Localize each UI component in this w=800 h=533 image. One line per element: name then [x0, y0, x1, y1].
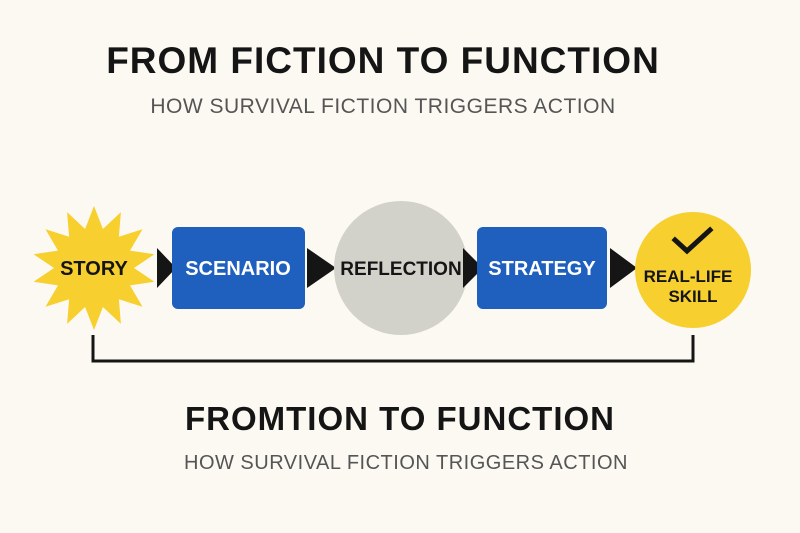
- real-life-skill-label-line2: SKILL: [668, 287, 717, 306]
- scenario-label: SCENARIO: [185, 258, 291, 280]
- page-subtitle: HOW SURVIVAL FICTION TRIGGERS ACTION: [150, 95, 616, 118]
- real-life-skill-circle: [635, 212, 751, 328]
- story-label: STORY: [60, 258, 128, 280]
- page-title: FROM FICTION TO FUNCTION: [106, 40, 660, 81]
- footer-title: FROMTION TO FUNCTION: [184, 400, 616, 437]
- footer-subtitle: HOW SURVIVAL FICTION TRIGGERS ACTION: [184, 452, 628, 474]
- bracket-connector: [91, 335, 695, 363]
- arrow-icon: [463, 248, 483, 288]
- reflection-circle: [334, 201, 468, 335]
- arrow-icon: [157, 248, 176, 288]
- strategy-box: [477, 227, 607, 309]
- story-starburst: [33, 206, 155, 330]
- scenario-box: [172, 227, 305, 309]
- checkmark-icon: [671, 226, 714, 255]
- arrow-icon: [307, 248, 336, 288]
- real-life-skill-label-line1: REAL-LIFE: [644, 267, 733, 286]
- arrow-icon: [610, 248, 637, 288]
- strategy-label: STRATEGY: [488, 258, 596, 280]
- reflection-label: REFLECTION: [340, 259, 461, 280]
